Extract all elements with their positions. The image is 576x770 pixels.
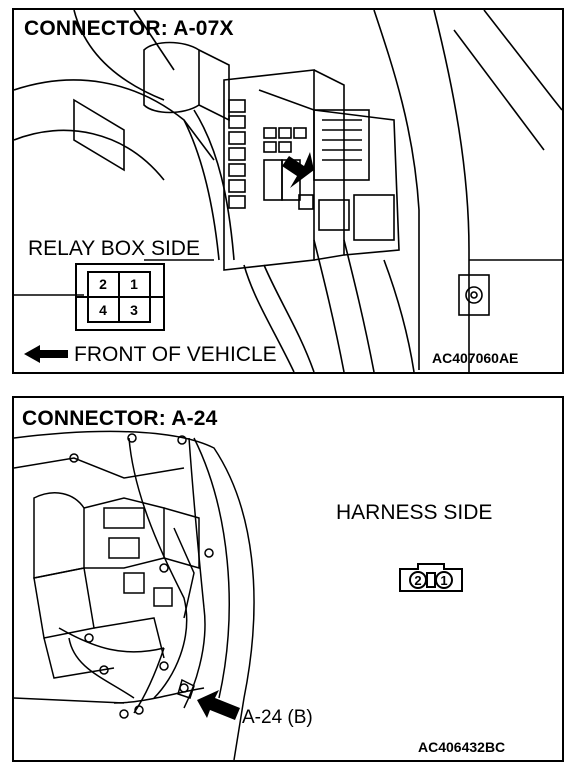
connector-face-a07x: 2 1 4 3 [74,262,166,332]
figure-code: AC406432BC [418,739,506,755]
a24-pointer-arrow [197,690,240,720]
connector-a24-panel: CONNECTOR: A-24 HARNESS SIDE 2 1 A-24 (B… [12,396,564,762]
figure-code: AC407060AE [432,350,519,366]
pin-label: 1 [440,573,448,588]
connector-a07x-panel: CONNECTOR: A-07X RELAY BOX SIDE 2 1 4 3 … [12,8,564,374]
pin-label: 2 [99,276,107,292]
relay-box-side-label: RELAY BOX SIDE [28,237,200,260]
connector-face-a24: 2 1 [396,561,466,595]
connector-pointer-arrow [282,152,314,188]
relay-box-illustration [14,10,562,372]
pin-label: 3 [130,302,138,318]
pin-label: 2 [414,573,422,588]
connector-title: CONNECTOR: A-07X [24,17,234,40]
connector-title: CONNECTOR: A-24 [22,407,218,430]
front-of-vehicle-label: FRONT OF VEHICLE [74,343,277,366]
a24-callout-label: A-24 (B) [242,707,313,728]
front-arrow-icon [24,345,68,363]
engine-bay-illustration [14,430,255,760]
pin-label: 4 [99,302,107,318]
pin-label: 1 [130,276,138,292]
harness-side-label: HARNESS SIDE [336,501,493,524]
